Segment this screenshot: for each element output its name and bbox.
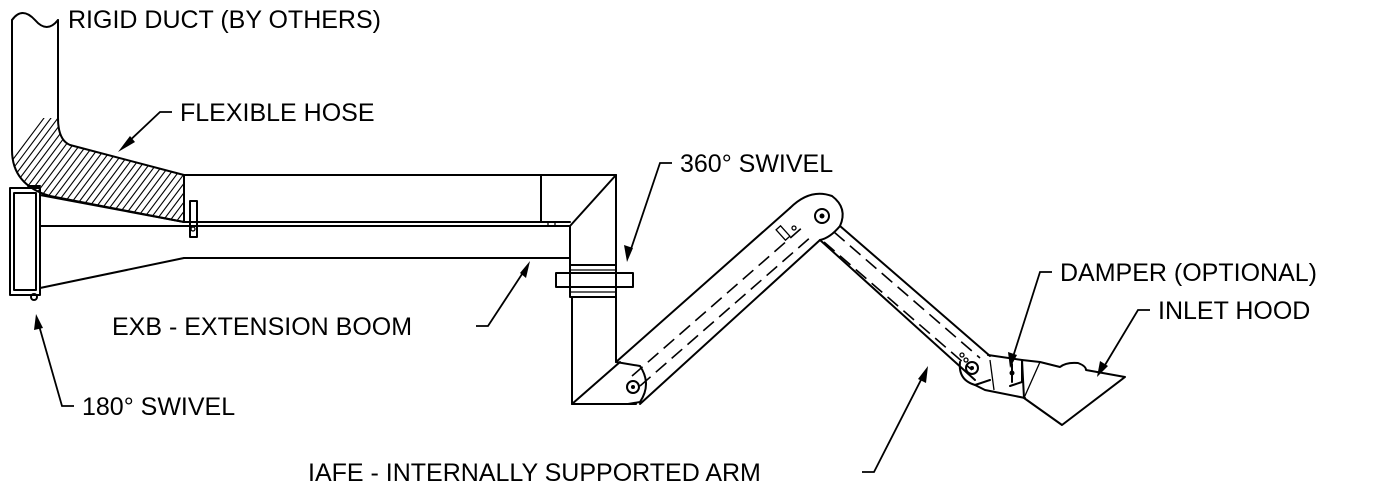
hose-hatch-line [155,118,184,222]
drop-tube [571,296,637,405]
label-180-swivel: 180° SWIVEL [82,393,235,421]
hose-hatch-line [162,118,184,222]
leader-flexible-hose [118,111,172,152]
hose-hatch-line [127,118,184,222]
leader-360-swivel [624,162,672,262]
label-flexible-hose: FLEXIBLE HOSE [180,99,375,127]
hose-hatch-line [148,118,184,222]
flexible-hose [11,110,344,230]
hose-hatch-line [198,110,288,230]
label-extension-boom: EXB - EXTENSION BOOM [112,313,412,341]
swivel-360 [555,264,634,298]
rigid-duct [11,12,59,121]
hose-hatch-line [240,110,330,230]
hose-hatch-line [219,110,309,230]
label-damper: DAMPER (OPTIONAL) [1060,259,1317,287]
label-rigid-duct: RIGID DUCT (BY OTHERS) [68,6,381,34]
hose-hatch-line [15,118,107,222]
hose-hatch-line [12,118,58,222]
leader-180-swivel [34,314,74,407]
hose-hatch-line [205,110,295,230]
hose-hatch-line [12,118,100,222]
hose-hatch-line [212,110,302,230]
hose-hatch-line [113,118,184,222]
hose-hatch-line [226,110,316,230]
extension-boom [39,174,617,289]
leader-extension-boom [476,261,530,327]
hose-hatch-line [141,118,184,222]
hose-hatch-line [134,118,184,222]
hose-hatch-line [191,110,281,230]
label-360-swivel: 360° SWIVEL [680,150,833,178]
swivel-180-bracket [9,185,41,301]
label-inlet-hood: INLET HOOD [1158,297,1310,325]
hose-hatch-line [12,118,65,222]
hose-hatch-line [12,118,72,222]
hose-hatch-line [254,110,344,230]
leader-inlet-hood [1097,309,1150,377]
hose-hatch-line [12,118,51,222]
label-arm: IAFE - INTERNALLY SUPPORTED ARM [308,459,761,487]
hose-hatch-line [233,110,323,230]
leader-arm [862,366,928,473]
inlet-hood [1021,359,1126,426]
damper [974,354,1026,399]
hose-hatch-line [247,110,337,230]
leader-damper [1008,271,1052,368]
internally-supported-arm [615,192,991,405]
